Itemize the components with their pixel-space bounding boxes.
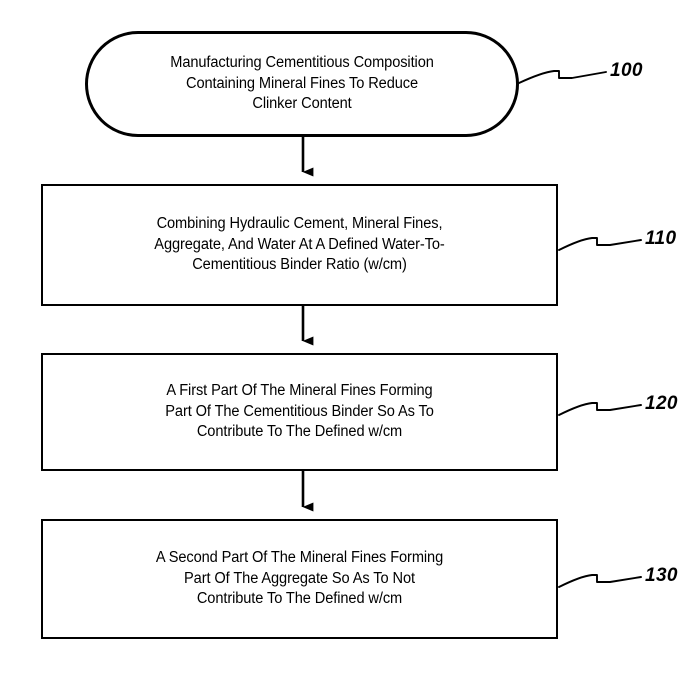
leader-line-130: [558, 574, 642, 588]
flow-node-130-label: A Second Part Of The Mineral Fines Formi…: [155, 549, 444, 608]
leader-line-100: [518, 70, 607, 84]
reference-numeral-100: 100: [610, 60, 643, 81]
flow-node-120-label: A First Part Of The Mineral Fines Formin…: [165, 382, 434, 441]
reference-numeral-130: 130: [645, 565, 678, 586]
flow-node-110[interactable]: Combining Hydraulic Cement, Mineral Fine…: [41, 184, 558, 306]
leader-line-120: [558, 402, 642, 416]
flow-node-100-label: Manufacturing Cementitious Composition C…: [170, 54, 434, 113]
reference-numeral-110: 110: [645, 228, 677, 249]
flow-node-130[interactable]: A Second Part Of The Mineral Fines Formi…: [41, 519, 558, 639]
flow-node-100[interactable]: Manufacturing Cementitious Composition C…: [85, 31, 519, 137]
reference-numeral-120: 120: [645, 393, 678, 414]
flow-node-120[interactable]: A First Part Of The Mineral Fines Formin…: [41, 353, 558, 471]
leader-line-110: [558, 237, 642, 251]
flow-node-110-label: Combining Hydraulic Cement, Mineral Fine…: [154, 215, 445, 274]
